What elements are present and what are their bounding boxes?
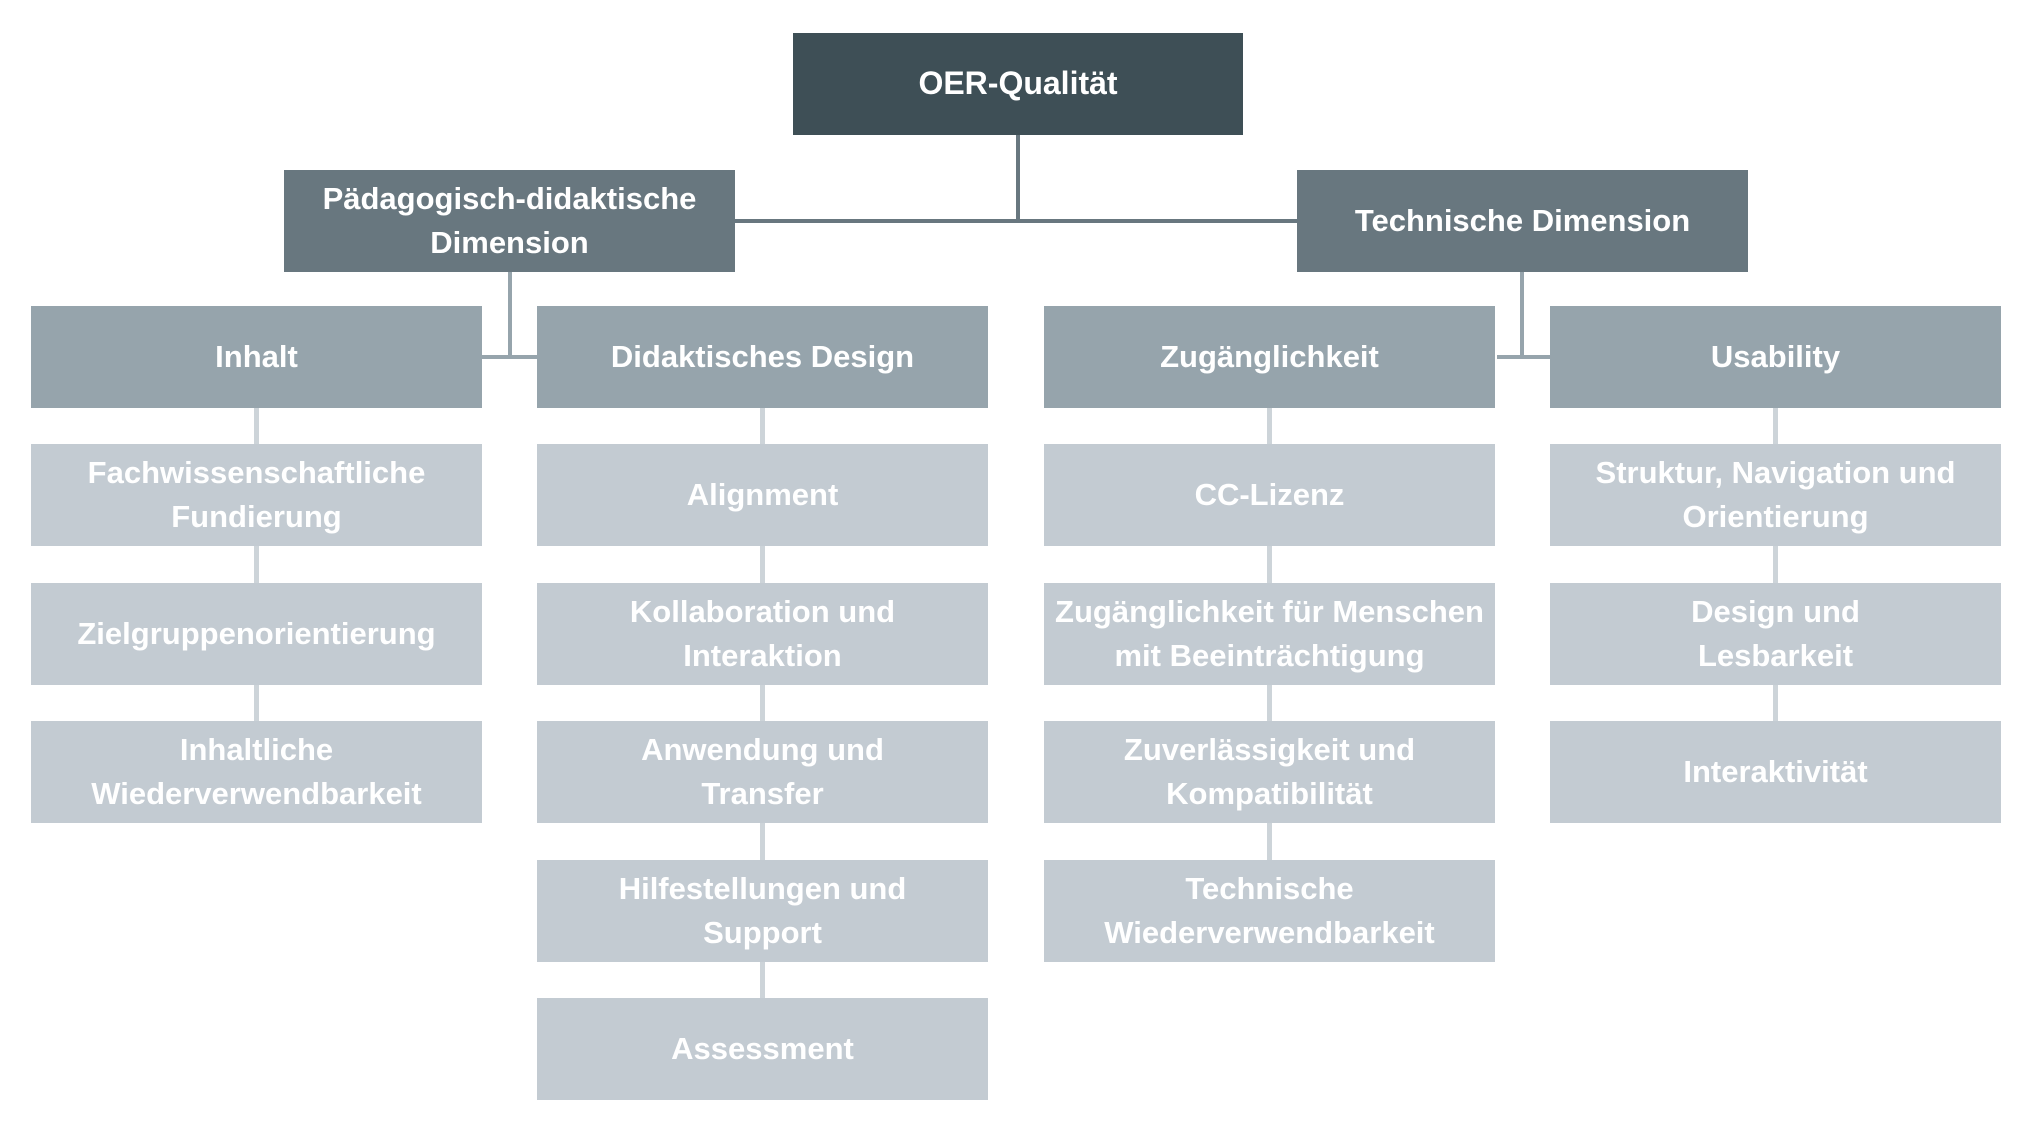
- item-box-assessment: Assessment: [537, 998, 988, 1100]
- connector-col3-item1-item2: [1267, 546, 1272, 583]
- connector-col4-header-item1: [1773, 408, 1778, 444]
- connector-col2-item2-item3: [760, 685, 765, 721]
- item-box-zuverlaessigkeit-kompatibilitaet: Zuverlässigkeit und Kompatibilität: [1044, 721, 1495, 823]
- dimension-box-paedagogisch-didaktisch: Pädagogisch-didaktische Dimension: [284, 170, 735, 272]
- connector-gap-inhalt-didaktisch: [482, 355, 537, 359]
- item-box-zugaenglichkeit-menschen-beeintraechtigung: Zugänglichkeit für Menschen mit Beeinträ…: [1044, 583, 1495, 685]
- connector-col2-item3-item4: [760, 823, 765, 860]
- item-box-design-lesbarkeit: Design und Lesbarkeit: [1550, 583, 2001, 685]
- category-box-inhalt: Inhalt: [31, 306, 482, 408]
- connector-col3-item3-item4: [1267, 823, 1272, 860]
- connector-col1-header-item1: [254, 408, 259, 444]
- connector-gap-zugaenglichkeit-usability: [1497, 355, 1550, 359]
- item-box-technische-wiederverwendbarkeit: Technische Wiederverwendbarkeit: [1044, 860, 1495, 962]
- item-box-cc-lizenz: CC-Lizenz: [1044, 444, 1495, 546]
- connector-col4-item1-item2: [1773, 546, 1778, 583]
- category-box-zugaenglichkeit: Zugänglichkeit: [1044, 306, 1495, 408]
- connector-col3-header-item1: [1267, 408, 1272, 444]
- connector-col2-header-item1: [760, 408, 765, 444]
- connector-col1-item1-item2: [254, 546, 259, 583]
- connector-root-horizontal: [734, 219, 1297, 223]
- root-box-oer-qualitaet: OER-Qualität: [793, 33, 1243, 135]
- connector-col3-item2-item3: [1267, 685, 1272, 721]
- connector-root-vertical: [1016, 135, 1020, 221]
- connector-col2-item1-item2: [760, 546, 765, 583]
- item-box-interaktivitaet: Interaktivität: [1550, 721, 2001, 823]
- connector-col4-item2-item3: [1773, 685, 1778, 721]
- item-box-inhaltliche-wiederverwendbarkeit: Inhaltliche Wiederverwendbarkeit: [31, 721, 482, 823]
- item-box-zielgruppenorientierung: Zielgruppenorientierung: [31, 583, 482, 685]
- item-box-struktur-navigation-orientierung: Struktur, Navigation und Orientierung: [1550, 444, 2001, 546]
- item-box-anwendung-transfer: Anwendung und Transfer: [537, 721, 988, 823]
- item-box-hilfestellungen-support: Hilfestellungen und Support: [537, 860, 988, 962]
- connector-paedagogisch-drop: [508, 272, 512, 359]
- item-box-kollaboration-interaktion: Kollaboration und Interaktion: [537, 583, 988, 685]
- category-box-usability: Usability: [1550, 306, 2001, 408]
- dimension-box-technisch: Technische Dimension: [1297, 170, 1748, 272]
- connector-col1-item2-item3: [254, 685, 259, 721]
- category-box-didaktisches-design: Didaktisches Design: [537, 306, 988, 408]
- item-box-fachwissenschaftliche-fundierung: Fachwissenschaftliche Fundierung: [31, 444, 482, 546]
- item-box-alignment: Alignment: [537, 444, 988, 546]
- connector-technisch-drop: [1520, 272, 1524, 359]
- connector-col2-item4-item5: [760, 962, 765, 998]
